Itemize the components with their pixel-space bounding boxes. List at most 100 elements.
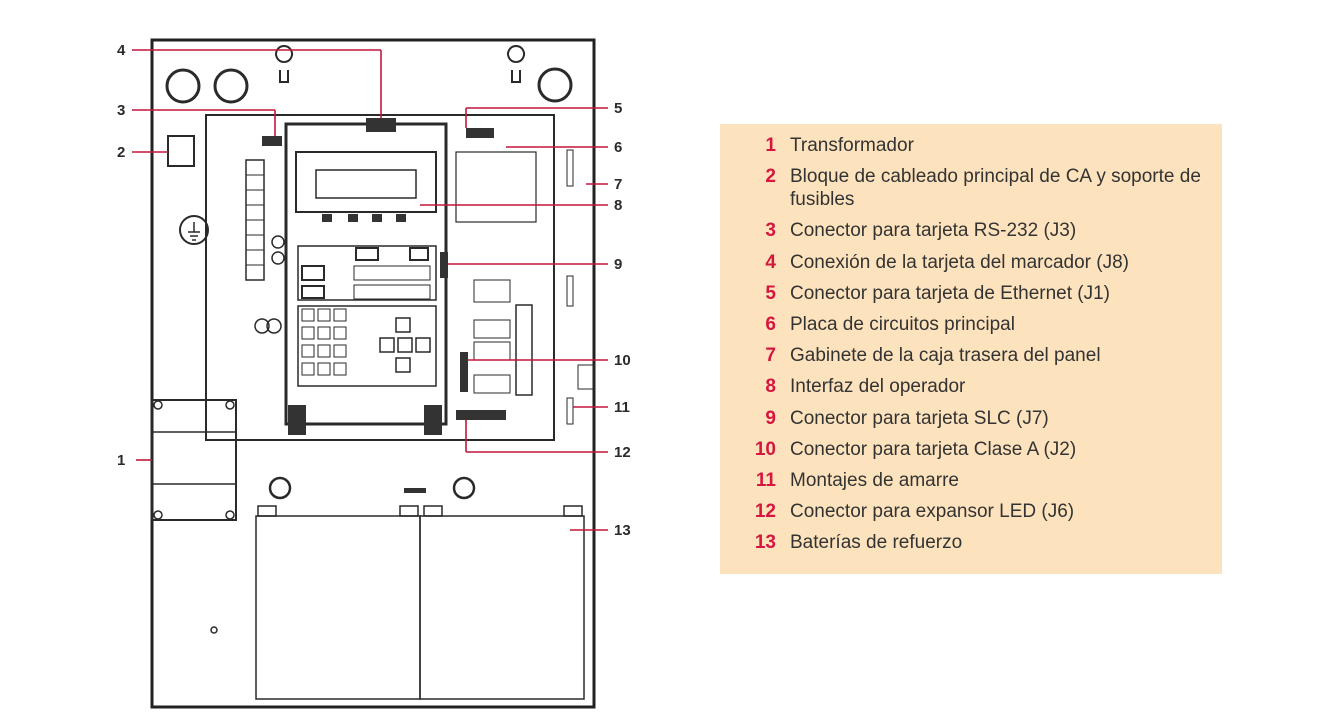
battery-bolt	[268, 476, 292, 500]
legend-number: 9	[765, 407, 776, 429]
operator-lcd	[295, 151, 437, 213]
legend-item: 10 Conector para tarjeta Clase A (J2)	[740, 438, 1222, 461]
rs232-connector	[262, 136, 282, 146]
callout-9: 9	[614, 256, 622, 273]
relay	[473, 319, 511, 339]
legend-text: Transformador	[790, 135, 914, 156]
legend-item: 4 Conexión de la tarjeta del marcador (J8…	[740, 251, 1222, 274]
callout-6: 6	[614, 139, 622, 156]
knockout-hole	[537, 67, 573, 103]
legend-number: 5	[765, 282, 776, 304]
knockout-hole	[213, 68, 249, 104]
legend-text: Baterías de refuerzo	[790, 532, 963, 554]
cabinet-slot	[577, 364, 595, 390]
ground-lines	[188, 222, 200, 241]
mount-screw	[225, 510, 235, 520]
capacitor	[266, 318, 282, 334]
classa-connector	[460, 352, 468, 392]
softkey-row	[322, 214, 406, 222]
operator-interface	[284, 122, 448, 426]
callout-4: 4	[117, 42, 126, 59]
cabinet-slot	[404, 488, 426, 493]
terminal-strip-left	[245, 159, 265, 281]
numeric-keypad	[297, 305, 437, 387]
capacitor	[271, 251, 285, 265]
capacitor	[271, 235, 285, 249]
panel-diagram: 4 3 2 1 5 6 7 8 9 10 11 12 13	[117, 38, 631, 709]
legend-item: 13 Baterías de refuerzo	[740, 531, 1222, 554]
callout-8: 8	[614, 197, 622, 214]
legend-text: Montajes de amarre	[790, 469, 959, 491]
callout-3: 3	[117, 102, 125, 119]
relay	[473, 279, 511, 303]
legend-number: 13	[754, 532, 776, 554]
battery-terminal	[423, 505, 443, 517]
callout-10: 10	[614, 352, 631, 369]
legend-box: 1 Transformador 2 Bloque de cableado princ…	[720, 124, 1222, 574]
legend-text: Conector para expansor LED (J6)	[790, 501, 1075, 523]
mount-screw	[153, 400, 163, 410]
mount-screw	[153, 510, 163, 520]
ac-wiring-block	[167, 135, 195, 167]
knockout-hole	[165, 68, 201, 104]
battery-terminal	[563, 505, 583, 517]
operator-mount-right	[424, 405, 442, 435]
leader-lines	[132, 49, 608, 531]
callout-12: 12	[614, 444, 631, 461]
relay	[473, 374, 511, 394]
ethernet-connector	[466, 128, 494, 138]
dialer-connector	[366, 118, 396, 132]
legend-item: 8 Interfaz del operador	[740, 375, 1222, 398]
legend-text: Bloque de cableado principal de CA y sop…	[790, 166, 1201, 211]
legend-text: Conector para tarjeta SLC (J7)	[790, 407, 1049, 429]
terminal-strip-right	[515, 304, 533, 396]
legend-item: 9 Conector para tarjeta SLC (J7)	[740, 407, 1222, 430]
legend-text: Interfaz del operador	[790, 376, 966, 398]
battery-bolt	[452, 476, 476, 500]
legend-number: 11	[755, 469, 776, 491]
legend-number: 7	[765, 345, 776, 367]
legend-text: Conexión de la tarjeta del marcador (J8)	[790, 251, 1130, 273]
legend-number: 2	[765, 166, 776, 188]
ground-symbol	[179, 215, 209, 245]
keyhole-mount	[507, 45, 525, 83]
callout-2: 2	[117, 144, 125, 161]
cabinet-slot	[566, 149, 574, 187]
legend-number: 6	[765, 313, 776, 335]
keyhole-mount	[275, 45, 293, 83]
operator-mount-left	[288, 405, 306, 435]
tie-wrap-mount	[566, 397, 574, 425]
legend-item: 7 Gabinete de la caja trasera del panel	[740, 344, 1222, 367]
legend-number: 8	[765, 376, 776, 398]
cabinet-slot	[566, 275, 574, 307]
callout-5: 5	[614, 100, 622, 117]
legend-item: 11 Montajes de amarre	[740, 469, 1222, 492]
led-expander-connector	[456, 410, 506, 420]
legend-item: 6 Placa de circuitos principal	[740, 313, 1222, 336]
callout-7: 7	[614, 176, 622, 193]
transformer-core	[151, 431, 237, 485]
battery-terminal	[399, 505, 419, 517]
legend-number: 1	[765, 135, 776, 156]
legend-text: Conector para tarjeta Clase A (J2)	[790, 438, 1077, 460]
lcd-window	[315, 169, 417, 199]
battery-right	[419, 515, 585, 700]
ethernet-module	[455, 151, 537, 223]
mount-screw	[225, 400, 235, 410]
callout-1: 1	[117, 452, 125, 469]
legend-number: 4	[765, 251, 776, 273]
legend-text: Placa de circuitos principal	[790, 313, 1015, 335]
legend-item: 5 Conector para tarjeta de Ethernet (J1)	[740, 282, 1222, 305]
slc-connector	[440, 252, 448, 278]
function-buttons	[297, 245, 437, 301]
capacitor	[254, 318, 270, 334]
legend-text: Gabinete de la caja trasera del panel	[790, 345, 1101, 367]
mount-hole	[210, 626, 218, 634]
main-circuit-board	[205, 114, 555, 441]
callout-11: 11	[614, 399, 630, 416]
legend-text: Conector para tarjeta de Ethernet (J1)	[790, 282, 1111, 304]
legend-item: 2 Bloque de cableado principal de CA y so…	[740, 165, 1222, 211]
legend-number: 10	[754, 438, 776, 460]
